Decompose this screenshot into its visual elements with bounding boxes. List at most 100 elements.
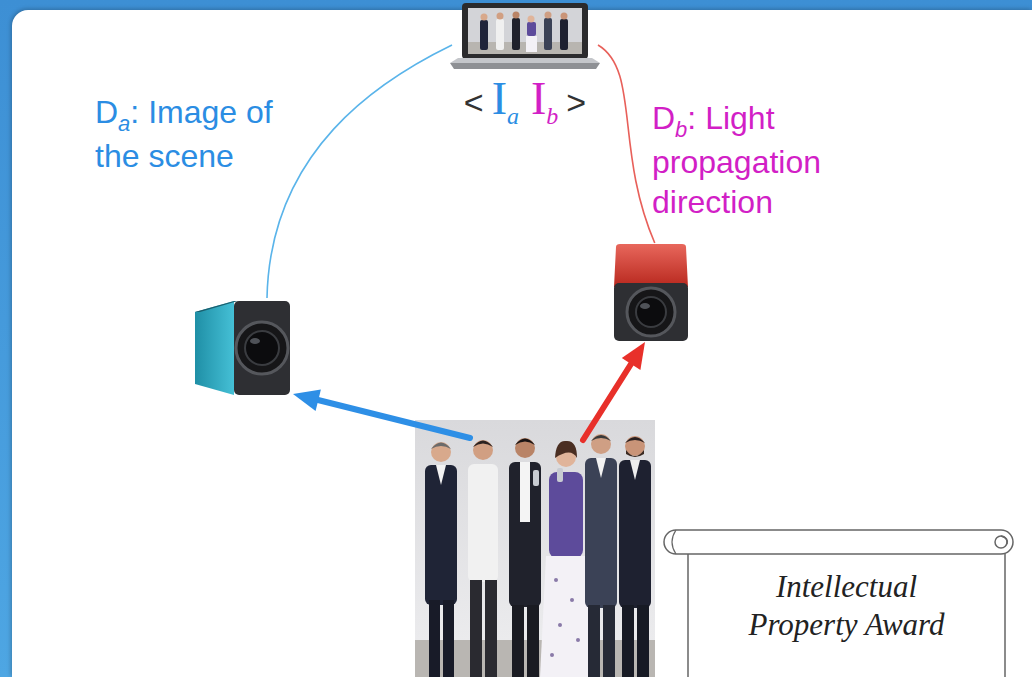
laptop-icon <box>481 14 488 21</box>
award-text: Intellectual Property Award <box>748 569 944 642</box>
person <box>557 468 563 482</box>
laptop-icon <box>450 2 600 70</box>
laptop-icon <box>561 13 568 20</box>
laptop-icon <box>480 20 488 50</box>
person <box>550 653 554 657</box>
camera-icon <box>608 243 693 343</box>
person <box>622 605 634 677</box>
laptop-icon <box>450 58 600 63</box>
person <box>443 600 454 677</box>
blue-arrow <box>318 400 470 438</box>
scroll-outline <box>672 530 676 554</box>
person <box>468 440 498 677</box>
camera-icon <box>250 338 260 344</box>
laptop-node: <IaIb> <box>450 2 600 70</box>
laptop-icon <box>468 8 582 54</box>
person <box>625 436 645 456</box>
camera-node: Db: Light propagation direction <box>608 243 693 343</box>
laptop-icon <box>527 22 536 36</box>
person <box>509 462 541 607</box>
person <box>527 605 539 677</box>
scroll-outline <box>688 542 1005 677</box>
person <box>596 458 606 478</box>
camera-icon <box>195 301 234 395</box>
person <box>470 580 482 677</box>
label-text: D <box>95 94 118 130</box>
award-photo <box>415 420 655 677</box>
camera-icon <box>234 301 290 395</box>
formula-symbol: I <box>531 72 546 125</box>
laptop-icon <box>544 18 552 50</box>
formula-symbol: b <box>546 103 558 130</box>
person <box>554 578 558 582</box>
camera-icon <box>636 297 666 327</box>
person <box>515 439 535 446</box>
device-label: Da: Image of the scene <box>95 92 273 176</box>
camera-icon <box>640 303 650 309</box>
scroll-banner: Intellectual Property Award <box>662 528 1017 677</box>
person <box>515 438 535 458</box>
laptop-icon <box>560 19 568 50</box>
scroll-outline <box>995 536 1007 548</box>
person <box>429 600 440 677</box>
person <box>431 443 451 450</box>
person <box>570 598 574 602</box>
blue-arrow <box>293 390 321 411</box>
laptop-icon <box>526 36 537 52</box>
formula-symbol: < <box>464 83 484 122</box>
scroll-outline <box>1001 536 1007 544</box>
person <box>555 441 577 458</box>
laptop-icon <box>462 3 588 59</box>
person <box>585 434 617 677</box>
camera-icon <box>614 283 688 341</box>
cable-connector <box>598 45 655 243</box>
person <box>473 440 493 460</box>
laptop-icon <box>497 13 504 20</box>
person <box>625 437 645 443</box>
formula-symbol: > <box>566 83 586 122</box>
camera-node: Da: Image of the scene <box>192 298 292 398</box>
camera-icon <box>627 288 675 336</box>
subscript: b <box>675 117 687 142</box>
cable-connector <box>267 45 452 298</box>
laptop-icon <box>528 16 535 23</box>
person <box>549 472 583 558</box>
person <box>630 460 640 480</box>
person <box>591 435 611 441</box>
red-arrow <box>583 342 645 440</box>
person <box>425 465 457 605</box>
person <box>585 458 617 608</box>
person <box>520 462 530 522</box>
person <box>533 470 539 486</box>
person <box>619 460 651 608</box>
laptop-icon <box>513 12 520 19</box>
person <box>558 623 562 627</box>
laptop-icon <box>496 19 504 50</box>
laptop-icon <box>450 63 600 69</box>
red-arrow <box>583 364 631 440</box>
award-photo <box>415 420 655 677</box>
person <box>468 464 498 582</box>
scroll-outline <box>664 530 1013 554</box>
person <box>485 580 497 677</box>
camera-icon <box>245 331 279 365</box>
scroll-outline <box>688 542 1005 677</box>
person <box>576 638 580 642</box>
person <box>512 605 524 677</box>
camera-icon <box>614 244 688 287</box>
person <box>603 605 615 677</box>
person <box>637 605 649 677</box>
person <box>509 438 541 677</box>
blue-arrow <box>293 390 470 438</box>
subscript: a <box>118 111 130 136</box>
formula-symbol: I <box>492 72 507 125</box>
person <box>626 450 644 457</box>
person <box>591 434 611 454</box>
person <box>619 436 651 677</box>
device-label: Db: Light propagation direction <box>652 98 832 222</box>
formula-row: <IaIb> <box>464 72 586 125</box>
laptop-icon <box>545 12 552 19</box>
person <box>473 441 493 448</box>
person <box>431 442 451 462</box>
